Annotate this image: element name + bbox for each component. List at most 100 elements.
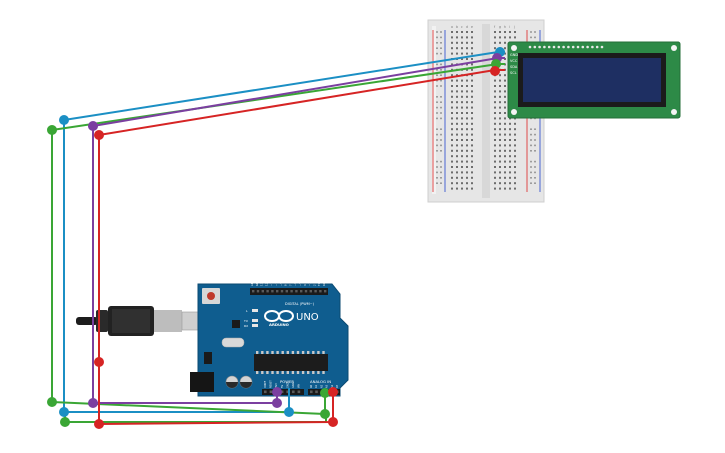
breadboard-hole[interactable] [471,117,473,120]
rail-hole[interactable] [440,171,442,174]
breadboard-hole[interactable] [461,90,463,93]
breadboard-hole[interactable] [451,31,453,33]
breadboard-hole[interactable] [456,176,458,179]
breadboard-hole[interactable] [451,106,453,109]
rail-hole[interactable] [534,144,536,147]
breadboard-hole[interactable] [494,176,496,179]
breadboard-hole[interactable] [466,112,468,114]
rail-hole[interactable] [530,177,532,179]
breadboard-hole[interactable] [499,144,501,147]
rail-hole[interactable] [534,171,536,174]
breadboard-hole[interactable] [514,133,516,136]
breadboard-hole[interactable] [504,160,506,163]
breadboard-hole[interactable] [471,79,473,82]
breadboard-hole[interactable] [466,155,468,158]
breadboard-hole[interactable] [471,160,473,163]
rail-hole[interactable] [436,139,438,141]
breadboard-hole[interactable] [466,36,468,39]
breadboard-hole[interactable] [456,166,458,168]
rail-hole[interactable] [436,106,438,109]
rail-hole[interactable] [436,117,438,120]
breadboard-hole[interactable] [456,139,458,141]
breadboard-hole[interactable] [499,182,501,185]
breadboard-hole[interactable] [466,85,468,87]
wire-junction-blue[interactable] [284,407,294,417]
breadboard-hole[interactable] [451,149,453,152]
wire-junction-red[interactable] [94,130,104,140]
breadboard-hole[interactable] [499,128,501,131]
breadboard-hole[interactable] [461,95,463,98]
digital-pin-hole[interactable] [309,290,312,293]
rail-hole[interactable] [436,144,438,147]
breadboard-hole[interactable] [456,74,458,77]
rail-hole[interactable] [440,150,442,152]
breadboard-hole[interactable] [461,101,463,104]
breadboard-hole[interactable] [471,182,473,185]
breadboard-hole[interactable] [471,52,473,55]
breadboard-hole[interactable] [456,144,458,147]
breadboard-hole[interactable] [499,36,501,39]
breadboard-hole[interactable] [504,101,506,104]
breadboard-hole[interactable] [494,166,496,168]
breadboard-hole[interactable] [494,95,496,98]
rail-hole[interactable] [534,166,536,168]
breadboard-hole[interactable] [456,85,458,87]
rail-hole[interactable] [440,69,442,71]
breadboard-hole[interactable] [494,182,496,185]
breadboard-hole[interactable] [461,36,463,39]
digital-pin-hole[interactable] [266,290,269,293]
rail-hole[interactable] [440,101,442,103]
breadboard-hole[interactable] [466,90,468,93]
rail-hole[interactable] [440,112,442,114]
breadboard-hole[interactable] [494,85,496,87]
breadboard-hole[interactable] [466,41,468,44]
breadboard-hole[interactable] [499,122,501,125]
wire-junction-green[interactable] [47,397,57,407]
breadboard-hole[interactable] [456,160,458,163]
breadboard-hole[interactable] [451,112,453,114]
breadboard-hole[interactable] [504,85,506,87]
breadboard-hole[interactable] [451,160,453,163]
breadboard-hole[interactable] [466,106,468,109]
breadboard-hole[interactable] [451,101,453,104]
power-pin-hole[interactable] [297,390,301,394]
breadboard-hole[interactable] [466,139,468,141]
breadboard-hole[interactable] [514,149,516,152]
breadboard-hole[interactable] [466,166,468,168]
rail-hole[interactable] [436,47,438,49]
breadboard-hole[interactable] [509,176,511,179]
breadboard-hole[interactable] [504,122,506,125]
rail-hole[interactable] [440,160,442,163]
breadboard-hole[interactable] [509,149,511,152]
breadboard-hole[interactable] [504,171,506,174]
breadboard-hole[interactable] [461,117,463,120]
breadboard-hole[interactable] [499,74,501,77]
rail-hole[interactable] [440,79,442,82]
breadboard-hole[interactable] [466,101,468,104]
breadboard-hole[interactable] [504,47,506,50]
digital-pin-hole[interactable] [280,290,284,293]
breadboard-hole[interactable] [456,117,458,120]
rail-hole[interactable] [436,112,438,114]
rail-hole[interactable] [440,63,442,66]
breadboard-hole[interactable] [471,166,473,168]
breadboard-hole[interactable] [451,36,453,39]
breadboard-hole[interactable] [451,79,453,82]
rail-hole[interactable] [440,96,442,98]
breadboard-hole[interactable] [456,31,458,33]
breadboard-hole[interactable] [494,31,496,33]
digital-pin-hole[interactable] [290,290,293,293]
breadboard-hole[interactable] [456,95,458,98]
breadboard-hole[interactable] [504,144,506,147]
breadboard-hole[interactable] [461,133,463,136]
breadboard-hole[interactable] [499,90,501,93]
breadboard-hole[interactable] [471,36,473,39]
digital-pin-hole[interactable] [300,290,303,293]
wire-junction-purple[interactable] [272,387,282,397]
breadboard-hole[interactable] [504,176,506,179]
breadboard-hole[interactable] [514,128,516,131]
breadboard-hole[interactable] [456,112,458,114]
breadboard-hole[interactable] [494,155,496,158]
rail-hole[interactable] [436,42,438,44]
digital-pin-hole[interactable] [271,290,274,293]
